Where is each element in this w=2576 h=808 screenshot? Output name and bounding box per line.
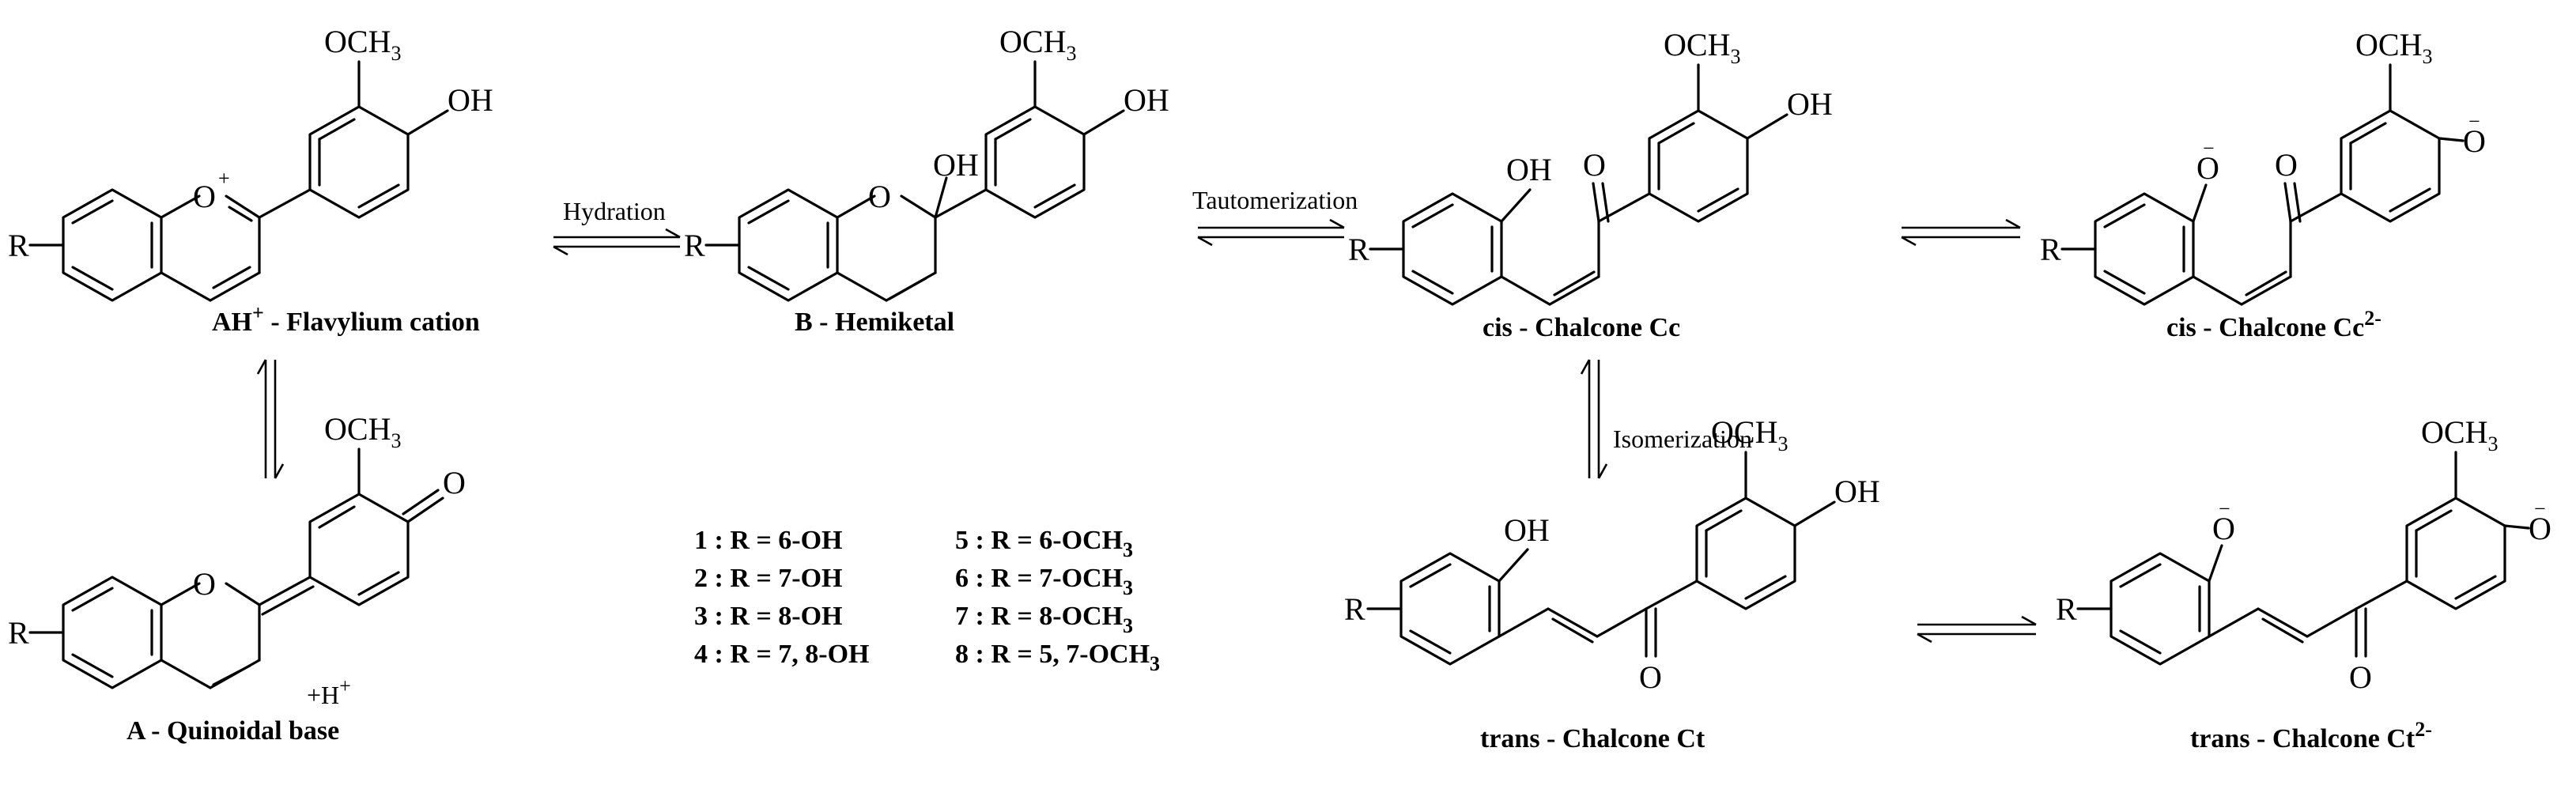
flavylium-cation-structure — [28, 60, 449, 302]
compound-3-label: 3 : R = 8-OH — [694, 602, 842, 631]
compound-4-label: 4 : R = 7, 8-OH — [694, 640, 869, 669]
quinoidal-r-label: R — [8, 615, 29, 651]
trans-dianion-phenoxide-charge: − — [2219, 497, 2230, 520]
cis-chalcone-phenol-oh-label: OH — [1787, 86, 1833, 122]
quinoidal-och3-label: OCH3 — [324, 411, 401, 452]
cis-chalcone-oh-label: OH — [1506, 152, 1552, 187]
compound-1-label: 1 : R = 6-OH — [694, 526, 842, 555]
compound-2-label: 2 : R = 7-OH — [694, 564, 842, 593]
quinoidal-ring-o-label: O — [193, 566, 216, 602]
trans-chalcone-och3-label: OCH3 — [1711, 414, 1788, 455]
cis-dianion-carbonyl-o-label: O — [2275, 147, 2298, 183]
flavylium-och3-label: OCH3 — [324, 24, 401, 65]
flavylium-oh-label: OH — [448, 82, 493, 118]
cis-chalcone-dianion-structure — [2060, 63, 2465, 306]
trans-deprotonation-arrow — [1917, 615, 2037, 644]
trans-chalcone-carbonyl-o-label: O — [1639, 659, 1662, 695]
trans-chalcone-phenol-oh-label: OH — [1834, 474, 1880, 509]
trans-chalcone-caption: trans - Chalcone Ct — [1480, 724, 1705, 753]
hemiketal-ring-o-label: O — [868, 179, 891, 214]
trans-dianion-phenolate-o-label: O — [2529, 511, 2551, 546]
trans-dianion-phenolate-charge: − — [2534, 497, 2546, 520]
hemiketal-structure — [704, 60, 1125, 302]
cis-dianion-phenoxide-o-label: O — [2196, 150, 2219, 186]
cis-chalcone-structure — [1369, 63, 1788, 306]
hemiketal-caption: B - Hemiketal — [795, 308, 954, 337]
tautomerization-arrow — [1197, 218, 1345, 247]
compound-5-label: 5 : R = 6-OCH3 — [955, 526, 1133, 561]
hemiketal-och3-label: OCH3 — [999, 24, 1076, 65]
cis-dianion-phenolate-o-label: O — [2463, 123, 2486, 159]
quinoidal-base-structure — [28, 447, 444, 689]
trans-chalcone-oh-label: OH — [1504, 512, 1550, 548]
compound-8-label: 8 : R = 5, 7-OCH3 — [955, 640, 1160, 675]
isomerization-label: Isomerization — [1613, 425, 1752, 453]
hemiketal-r-label: R — [684, 228, 705, 263]
hydration-arrow — [553, 228, 681, 256]
cis-deprotonation-arrow — [1901, 218, 2021, 247]
trans-dianion-carbonyl-o-label: O — [2349, 659, 2372, 695]
hydration-label: Hydration — [563, 197, 666, 225]
compound-list: 1 : R = 6-OH 2 : R = 7-OH 3 : R = 8-OH 4… — [694, 526, 1160, 675]
hemiketal-phenol-oh-label: OH — [1124, 82, 1169, 118]
hemiketal-oh-label: OH — [933, 147, 979, 183]
cis-dianion-och3-label: OCH3 — [2355, 27, 2432, 68]
trans-chalcone-structure — [1366, 451, 1836, 666]
cis-chalcone-och3-label: OCH3 — [1664, 27, 1740, 68]
flavylium-caption: AH+ - Flavylium cation — [212, 301, 480, 337]
quinoidal-caption: A - Quinoidal base — [127, 716, 339, 746]
cis-dianion-r-label: R — [2040, 232, 2061, 267]
trans-chalcone-r-label: R — [1344, 591, 1365, 627]
cis-chalcone-r-label: R — [1348, 232, 1369, 267]
flavylium-charge: + — [218, 167, 230, 190]
trans-chalcone-dianion-structure — [2076, 451, 2530, 666]
trans-dianion-r-label: R — [2056, 591, 2077, 627]
trans-dianion-caption: trans - Chalcone Ct2- — [2190, 718, 2432, 753]
compound-6-label: 6 : R = 7-OCH3 — [955, 564, 1133, 599]
compound-7-label: 7 : R = 8-OCH3 — [955, 602, 1133, 637]
cis-dianion-phenoxide-charge: − — [2203, 137, 2215, 160]
cis-chalcone-caption: cis - Chalcone Cc — [1483, 313, 1680, 342]
cis-dianion-phenolate-charge: − — [2468, 110, 2480, 133]
flavylium-r-label: R — [8, 228, 29, 263]
cis-chalcone-carbonyl-o-label: O — [1583, 147, 1606, 183]
isomerization-arrow — [1580, 359, 1608, 479]
flavylium-o-label: O — [193, 179, 216, 214]
tautomerization-label: Tautomerization — [1192, 186, 1358, 214]
quinoidal-carbonyl-o-label: O — [443, 465, 466, 500]
trans-dianion-phenoxide-o-label: O — [2212, 511, 2235, 546]
cis-dianion-caption: cis - Chalcone Cc2- — [2166, 307, 2381, 342]
trans-dianion-och3-label: OCH3 — [2421, 414, 2498, 455]
quinoidal-equilibrium-arrow — [256, 359, 285, 479]
quinoidal-hplus: +H+ — [307, 674, 351, 709]
